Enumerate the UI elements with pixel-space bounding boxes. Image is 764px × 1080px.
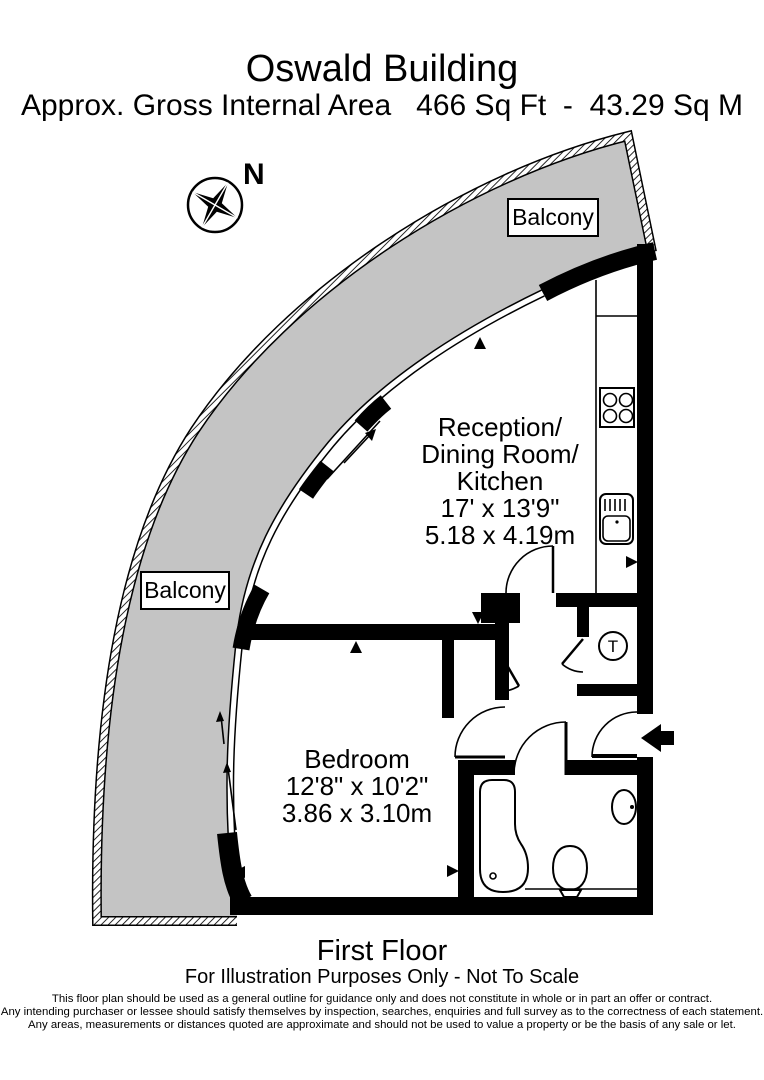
window-wall bbox=[226, 289, 545, 904]
bedroom-label: Bedroom 12'8" x 10'2" 3.86 x 3.10m bbox=[282, 744, 432, 828]
bedroom-dims-metric: 3.86 x 3.10m bbox=[282, 798, 432, 828]
right-wall-upper bbox=[637, 244, 653, 714]
hall-top-wall bbox=[556, 593, 637, 607]
disclaimer-line-1: This floor plan should be used as a gene… bbox=[52, 993, 712, 1005]
svg-text:Balcony: Balcony bbox=[144, 577, 226, 603]
bathroom-left-wall bbox=[458, 760, 474, 900]
bedroom-reception-wall bbox=[247, 624, 509, 640]
utility-bottom-wall bbox=[577, 684, 637, 696]
kitchen bbox=[595, 280, 637, 593]
doors bbox=[454, 545, 638, 775]
apartment-interior bbox=[230, 252, 651, 915]
bathroom-door bbox=[513, 721, 568, 775]
compass-icon: N bbox=[186, 158, 265, 234]
balcony-label-side: Balcony bbox=[140, 571, 230, 610]
bedroom-door bbox=[454, 706, 506, 759]
bath-drain bbox=[489, 872, 497, 880]
footer: First Floor For Illustration Purposes On… bbox=[1, 935, 763, 1031]
utility-circle: T bbox=[598, 631, 628, 661]
reception-dims-imperial: 17' x 13'9" bbox=[441, 493, 560, 523]
utility-left-wall bbox=[577, 607, 589, 637]
wardrobe-door bbox=[495, 647, 521, 693]
bathroom bbox=[479, 779, 637, 898]
right-wall-lower bbox=[637, 757, 653, 915]
entrance-arrow-icon bbox=[641, 724, 674, 752]
bedroom-hall-wall bbox=[495, 593, 509, 700]
reception-dims-metric: 5.18 x 4.19m bbox=[425, 520, 575, 550]
reception-label: Reception/ Dining Room/ Kitchen 17' x 13… bbox=[421, 412, 579, 550]
wardrobe-wall bbox=[442, 640, 454, 718]
bedroom-window-arrows bbox=[216, 711, 237, 831]
header: Oswald Building Approx. Gross Internal A… bbox=[21, 48, 743, 122]
north-label: N bbox=[243, 158, 265, 191]
balcony-hatched-edge-fill bbox=[93, 131, 656, 925]
reception-door bbox=[505, 545, 555, 594]
bathroom-top-wall-right bbox=[567, 760, 637, 775]
disclaimer-line-3: Any areas, measurements or distances quo… bbox=[28, 1019, 736, 1031]
bedroom-dims-imperial: 12'8" x 10'2" bbox=[286, 771, 429, 801]
disclaimer-line-2: Any intending purchaser or lessee should… bbox=[1, 1006, 763, 1018]
entrance-door bbox=[591, 711, 638, 758]
basin-icon bbox=[611, 789, 637, 825]
page-subtitle: Approx. Gross Internal Area 466 Sq Ft - … bbox=[21, 89, 743, 122]
svg-text:Kitchen: Kitchen bbox=[457, 466, 544, 496]
svg-text:Balcony: Balcony bbox=[512, 204, 594, 230]
svg-text:Reception/: Reception/ bbox=[438, 412, 563, 442]
hob-icon bbox=[599, 387, 635, 428]
svg-text:Bedroom: Bedroom bbox=[304, 744, 410, 774]
toilet-icon bbox=[551, 844, 589, 898]
svg-text:Dining Room/: Dining Room/ bbox=[421, 439, 579, 469]
bath-icon bbox=[479, 779, 530, 894]
balcony-label-top: Balcony bbox=[507, 198, 599, 237]
utility-door bbox=[561, 638, 584, 673]
exterior-wall-segments bbox=[217, 395, 392, 907]
sink-icon bbox=[599, 493, 634, 545]
walls bbox=[230, 244, 653, 915]
scale-notice: For Illustration Purposes Only - Not To … bbox=[185, 966, 579, 988]
page-title: Oswald Building bbox=[246, 48, 518, 90]
reception-balcony-door bbox=[326, 420, 381, 480]
floor-label: First Floor bbox=[317, 935, 448, 967]
bottom-wall bbox=[230, 897, 653, 915]
wall-markers bbox=[233, 337, 638, 910]
utility-label: T bbox=[608, 637, 618, 656]
